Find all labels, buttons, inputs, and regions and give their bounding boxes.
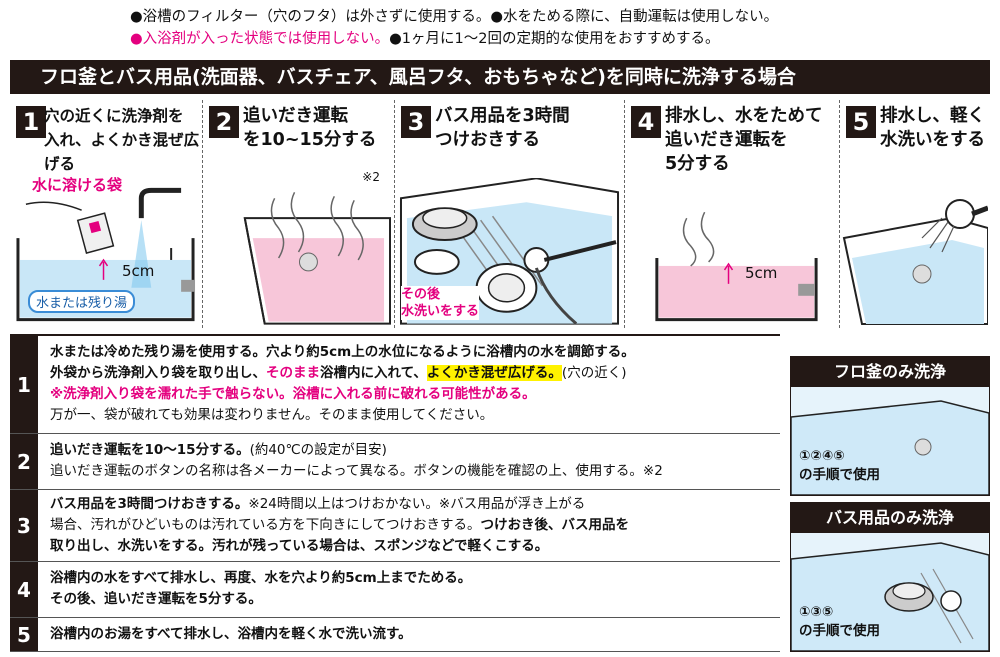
row-line: 万が一、袋が破れても効果は変わりません。そのまま使用してください。 xyxy=(50,407,494,423)
step-title: 排水し、軽く 水洗いをする xyxy=(880,106,985,150)
note-frequency: ●1ヶ月に1～2回の定期的な使用をおすすめする。 xyxy=(389,31,720,47)
step-number: 5 xyxy=(846,106,876,138)
step-1: 1 穴の近くに洗浄剤を 入れ、よくかき混ぜ広げる 水に溶ける袋 5cm 水または… xyxy=(10,100,203,328)
label-water-level: 5cm xyxy=(745,264,778,282)
note-line-1: ●浴槽のフィルター（穴のフタ）は外さずに使用する。●水をためる際に、自動運転は使… xyxy=(130,6,990,28)
row-number: 2 xyxy=(10,434,38,489)
usage-notes: ●浴槽のフィルター（穴のフタ）は外さずに使用する。●水をためる際に、自動運転は使… xyxy=(130,6,990,50)
bath-goods-only-illustration xyxy=(791,542,989,651)
row-text: 浴槽内の水をすべて排水し、再度、水を穴より約5cm上までためる。 その後、追いだ… xyxy=(50,568,774,610)
step-number: 2 xyxy=(209,106,239,138)
side-panel-bath-goods-only: バス用品のみ洗浄 ①③⑤ の手順で使用 xyxy=(790,502,990,652)
row-line: 追いだき運転を10～15分する。(約40℃の設定が目安) xyxy=(50,442,387,458)
side-panel-steps: ①②④⑤ の手順で使用 xyxy=(799,448,880,483)
label-water-level: 5cm xyxy=(122,262,155,280)
note-auto-mode: ●水をためる際に、自動運転は使用しない。 xyxy=(490,9,779,25)
row-line: 水または冷めた残り湯を使用する。穴より約5cm上の水位になるように浴槽内の水を調… xyxy=(50,344,635,360)
table-row: 2 追いだき運転を10～15分する。(約40℃の設定が目安) 追いだき運転のボタ… xyxy=(10,434,780,490)
side-panel-body: ①③⑤ の手順で使用 xyxy=(791,533,989,651)
row-line: 取り出し、水洗いをする。汚れが残っている場合は、スポンジなどで軽くこする。 xyxy=(50,538,549,554)
row-line: 浴槽内のお湯をすべて排水し、浴槽内を軽く水で洗い流す。 xyxy=(50,626,412,642)
row-text: 浴槽内のお湯をすべて排水し、浴槽内を軽く水で洗い流す。 xyxy=(50,624,774,645)
step-title: バス用品を3時間 つけおきする xyxy=(435,106,570,150)
procedure-table: 1 水または冷めた残り湯を使用する。穴より約5cm上の水位になるように浴槽内の水… xyxy=(10,334,780,652)
note-filter: ●浴槽のフィルター（穴のフタ）は外さずに使用する。 xyxy=(130,9,491,25)
drain-refill-illustration xyxy=(655,211,818,322)
step-title: 排水し、水をためて 追いだき運転を 5分する xyxy=(665,106,823,174)
step-number: 1 xyxy=(16,106,46,138)
table-row: 3 バス用品を3時間つけおきする。※24時間以上はつけおかない。※バス用品が浮き… xyxy=(10,490,780,562)
row-line: ※洗浄剤入り袋を濡れた手で触らない。浴槽に入れる前に破れる可能性がある。 xyxy=(50,386,536,402)
label-water-soluble-bag: 水に溶ける袋 xyxy=(32,176,123,194)
row-line: 外袋から洗浄剤入り袋を取り出し、そのまま浴槽内に入れて、よくかき混ぜ広げる。(穴… xyxy=(50,365,627,381)
side-panel-body: ①②④⑤ の手順で使用 xyxy=(791,387,989,495)
row-line: 浴槽内の水をすべて排水し、再度、水を穴より約5cm上までためる。 xyxy=(50,570,472,586)
table-row: 5 浴槽内のお湯をすべて排水し、浴槽内を軽く水で洗い流す。 xyxy=(10,618,780,652)
step-illustrations: 1 穴の近くに洗浄剤を 入れ、よくかき混ぜ広げる 水に溶ける袋 5cm 水または… xyxy=(10,100,990,328)
note-line-2: ●入浴剤が入った状態では使用しない。●1ヶ月に1～2回の定期的な使用をおすすめす… xyxy=(130,28,990,50)
rinse-illustration xyxy=(842,199,988,325)
side-panel-title: バス用品のみ洗浄 xyxy=(791,503,989,533)
row-line: 場合、汚れがひどいものは汚れている方を下向きにしてつけおきする。つけおき後、バス… xyxy=(50,517,630,533)
row-line: バス用品を3時間つけおきする。※24時間以上はつけおかない。※バス用品が浮き上が… xyxy=(50,496,586,512)
step-number: 4 xyxy=(631,106,661,138)
step-2: 2 追いだき運転 を10~15分する ※2 xyxy=(203,100,395,328)
boiler-only-illustration xyxy=(791,400,989,495)
step-number: 3 xyxy=(401,106,431,138)
row-number: 3 xyxy=(10,490,38,561)
table-row: 4 浴槽内の水をすべて排水し、再度、水を穴より約5cm上までためる。 その後、追… xyxy=(10,562,780,618)
step-4: 4 排水し、水をためて 追いだき運転を 5分する 5cm xyxy=(625,100,840,328)
label-rinse-after: その後 水洗いをする xyxy=(401,286,480,320)
table-row: 1 水または冷めた残り湯を使用する。穴より約5cm上の水位になるように浴槽内の水… xyxy=(10,336,780,434)
row-line: 追いだき運転のボタンの名称は各メーカーによって異なる。ボタンの機能を確認の上、使… xyxy=(50,463,663,479)
footnote-ref: ※2 xyxy=(362,170,380,184)
side-panel-title: フロ釜のみ洗浄 xyxy=(791,357,989,387)
label-water-or-leftover: 水または残り湯 xyxy=(28,290,136,313)
step-title: 穴の近くに洗浄剤を 入れ、よくかき混ぜ広げる xyxy=(44,107,200,173)
note-bath-additive: ●入浴剤が入った状態では使用しない。 xyxy=(130,31,390,47)
side-panel-boiler-only: フロ釜のみ洗浄 ①②④⑤ の手順で使用 xyxy=(790,356,990,496)
row-line: その後、追いだき運転を5分する。 xyxy=(50,591,262,607)
row-text: バス用品を3時間つけおきする。※24時間以上はつけおかない。※バス用品が浮き上が… xyxy=(50,494,774,557)
row-text: 水または冷めた残り湯を使用する。穴より約5cm上の水位になるように浴槽内の水を調… xyxy=(50,342,774,426)
step-3: 3 バス用品を3時間 つけおきする その後 水洗いをする xyxy=(395,100,625,328)
section-title: フロ釜とバス用品(洗面器、バスチェア、風呂フタ、おもちゃなど)を同時に洗浄する場… xyxy=(10,60,990,94)
step-title: 追いだき運転 を10~15分する xyxy=(243,106,377,150)
row-number: 5 xyxy=(10,618,38,651)
step-5: 5 排水し、軽く 水洗いをする xyxy=(840,100,990,328)
bathtub-water-illustration xyxy=(16,187,196,322)
row-text: 追いだき運転を10～15分する。(約40℃の設定が目安) 追いだき運転のボタンの… xyxy=(50,440,774,482)
reheating-illustration xyxy=(243,191,392,325)
row-number: 4 xyxy=(10,562,38,617)
row-number: 1 xyxy=(10,336,38,433)
side-panel-steps: ①③⑤ の手順で使用 xyxy=(799,604,880,639)
